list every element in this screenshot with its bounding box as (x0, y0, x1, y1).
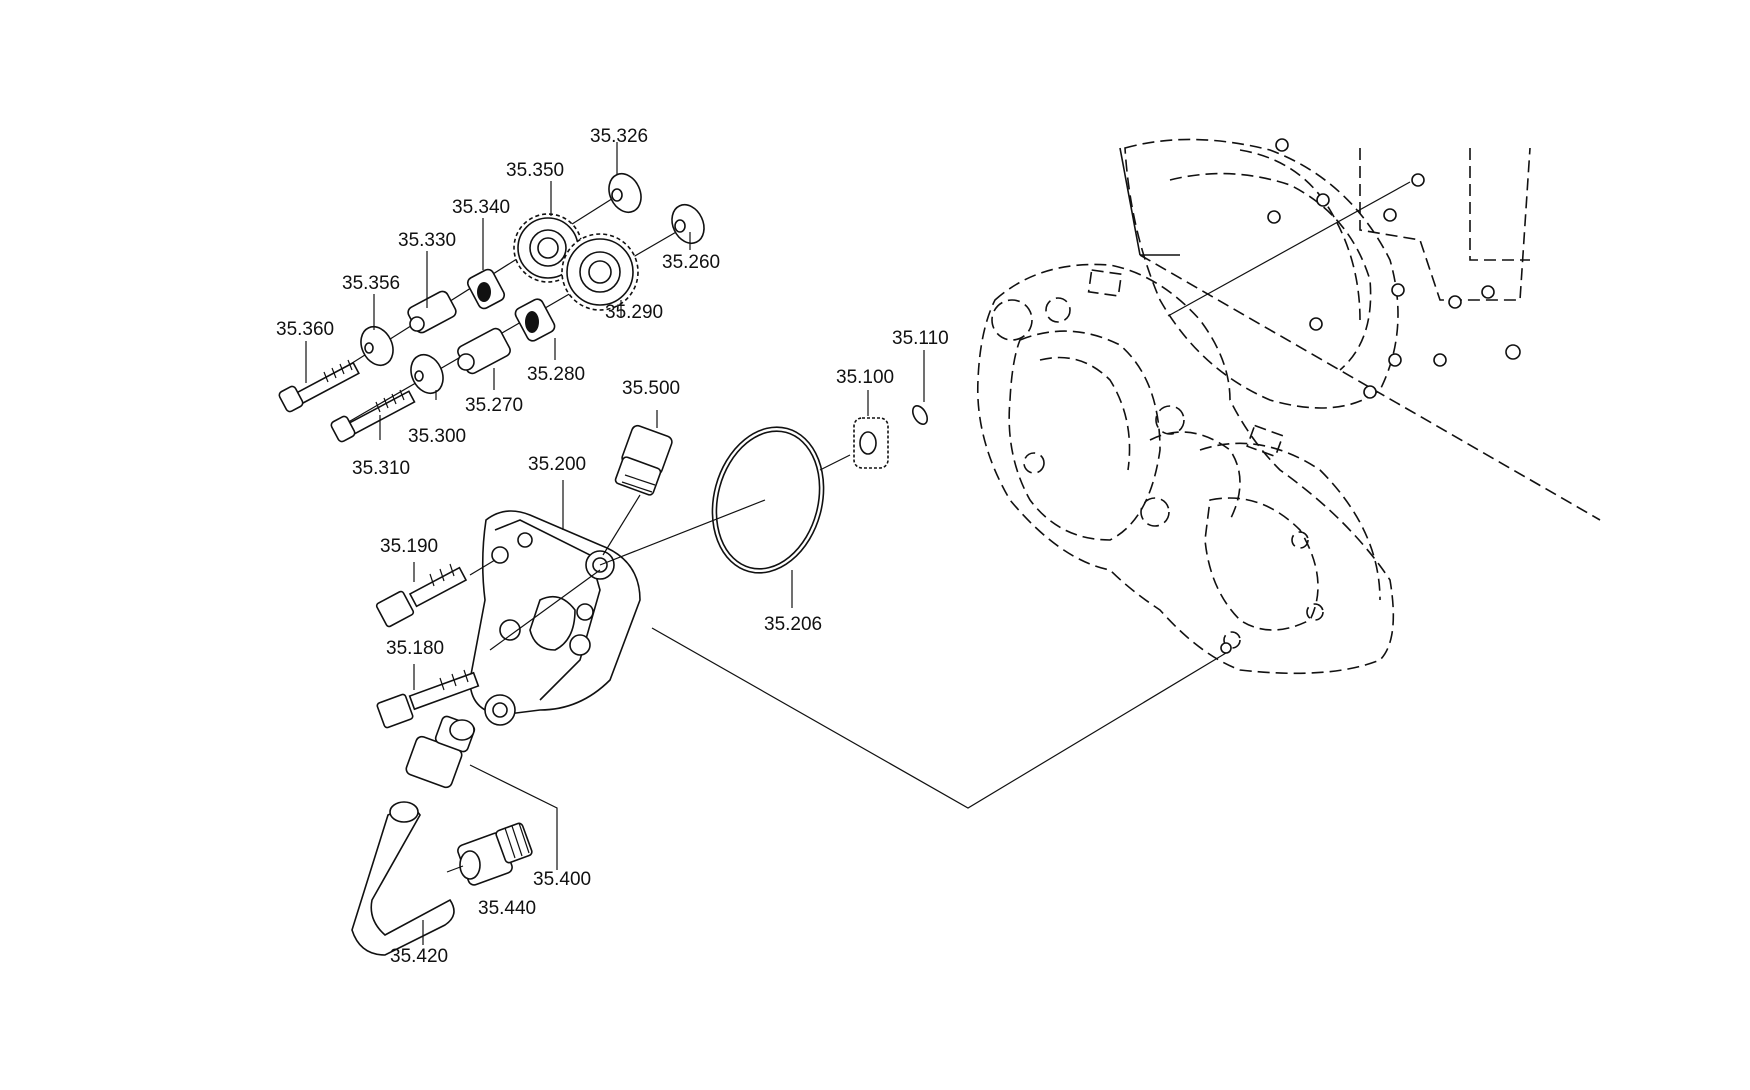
label-35110: 35.110 (892, 328, 949, 349)
fitting-35440 (457, 822, 533, 886)
transmission-housing (976, 138, 1601, 675)
assembly-line (651, 627, 1227, 809)
bearing-35280 (514, 298, 556, 342)
label-35190: 35.190 (380, 536, 438, 557)
label-35350: 35.350 (506, 160, 564, 181)
leader-lines (305, 142, 925, 690)
part-labels: 35.326 35.350 35.340 35.330 35.356 35.36… (276, 126, 949, 967)
bushing-35270 (457, 327, 511, 375)
plug-35500 (614, 424, 673, 496)
label-35180: 35.180 (386, 638, 444, 659)
bolt-35180 (376, 669, 480, 729)
label-35310: 35.310 (352, 458, 410, 479)
gear-35100 (853, 417, 889, 469)
bearing-35340 (466, 268, 506, 310)
bolt-35190 (375, 563, 468, 628)
label-35356: 35.356 (342, 273, 400, 294)
bolt-35310 (330, 389, 416, 443)
label-35326: 35.326 (590, 126, 648, 147)
label-35300: 35.300 (408, 426, 466, 447)
label-35280: 35.280 (527, 364, 585, 385)
label-35420: 35.420 (390, 946, 448, 967)
label-35500: 35.500 (622, 378, 680, 399)
label-35260: 35.260 (662, 252, 720, 273)
label-35360: 35.360 (276, 319, 334, 340)
label-35200: 35.200 (528, 454, 586, 475)
label-35340: 35.340 (452, 197, 510, 218)
leader-housing (1167, 181, 1411, 317)
label-35100: 35.100 (836, 367, 894, 388)
o-ring-35206 (711, 426, 825, 574)
label-35440: 35.440 (478, 898, 536, 919)
bushing-35330 (407, 290, 457, 334)
flange-bolt-holes (1267, 138, 1521, 399)
gear-35290 (561, 233, 639, 311)
gear-stack (278, 172, 705, 443)
label-35206: 35.206 (764, 614, 822, 635)
label-35290: 35.290 (605, 302, 663, 323)
fitting-35400 (405, 715, 476, 789)
leader-35400 (469, 764, 558, 870)
pipe-35420 (351, 801, 455, 956)
label-35400: 35.400 (533, 869, 591, 890)
label-35330: 35.330 (398, 230, 456, 251)
bolt-35360 (278, 359, 360, 413)
label-35270: 35.270 (465, 395, 523, 416)
circlip-35110 (911, 405, 929, 425)
pump-body-35200 (469, 510, 641, 726)
